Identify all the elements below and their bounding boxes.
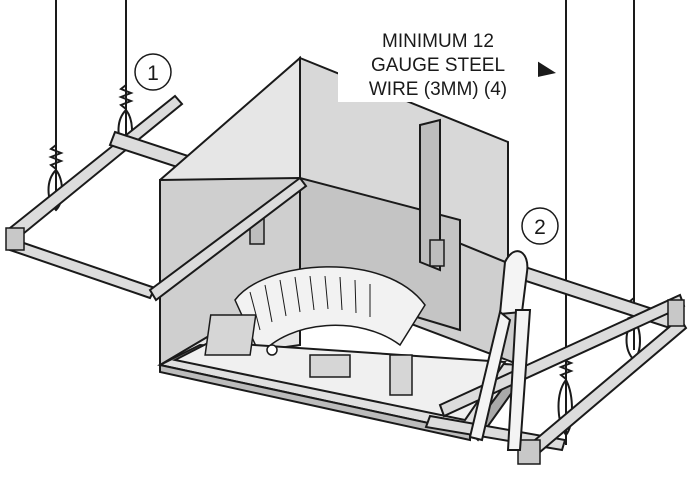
wire-spec-note: MINIMUM 12 GAUGE STEEL WIRE (3MM) (4): [338, 30, 538, 102]
hanger-wires: [55, 0, 635, 445]
note-line-3: WIRE (3MM) (4): [368, 79, 508, 100]
callout-2: 2: [521, 207, 559, 245]
blower-wheel-icon: [234, 266, 426, 357]
note-line-2: GAUGE STEEL: [370, 55, 506, 76]
mounting-bar-front: [8, 176, 688, 454]
pliers-icon: [468, 250, 532, 451]
motor-bracket: [204, 314, 413, 396]
bracket-ends: [5, 227, 685, 465]
callout-1: 1: [134, 53, 172, 91]
callout-2-number: 2: [534, 216, 546, 239]
note-line-1: MINIMUM 12: [382, 31, 494, 52]
housing-bottom-frame: [157, 340, 530, 442]
callout-1-number: 1: [147, 62, 159, 85]
